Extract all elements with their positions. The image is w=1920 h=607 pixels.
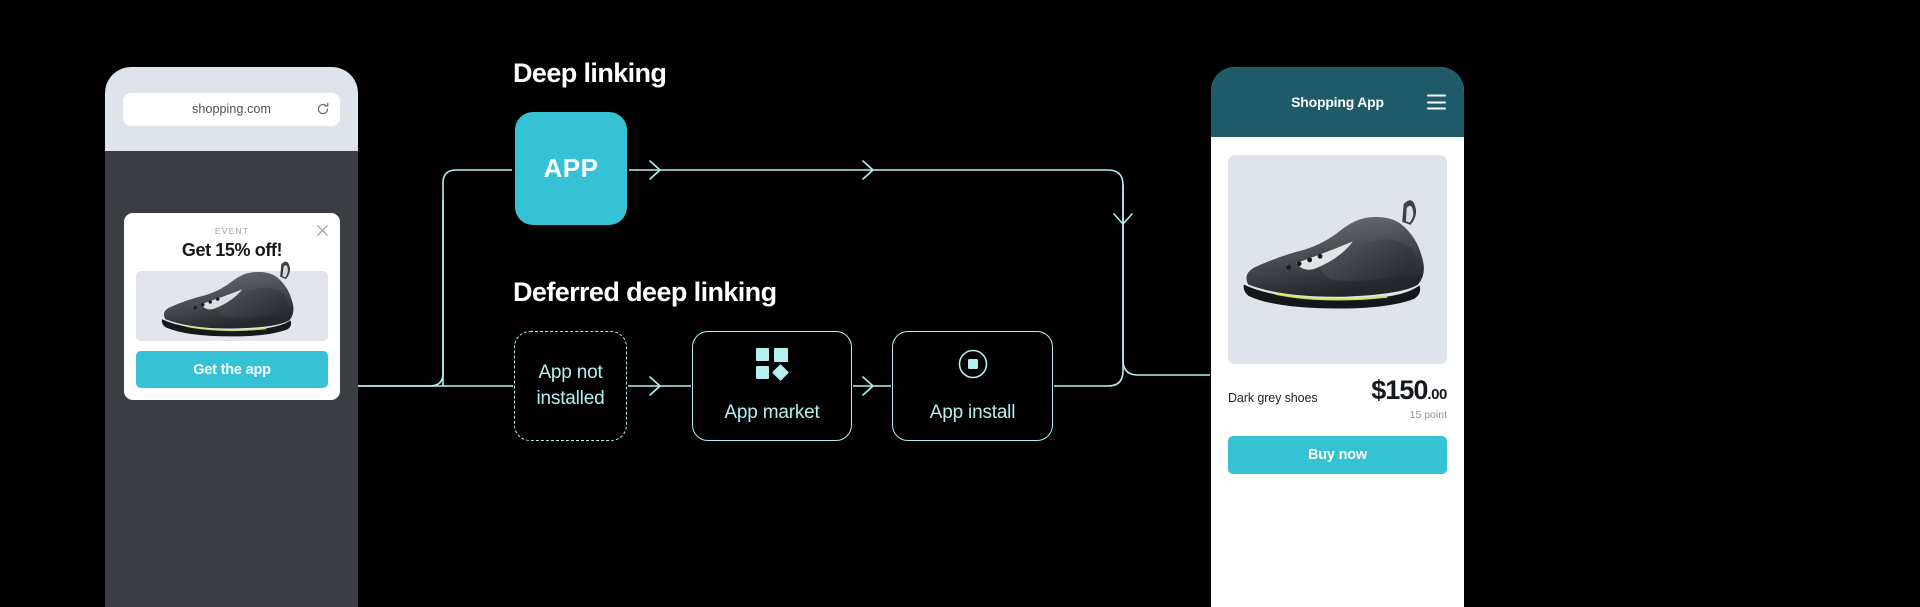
right-phone-mockup: Shopping App — [1211, 67, 1464, 607]
hamburger-menu-icon[interactable] — [1427, 94, 1446, 110]
sneaker-illustration — [161, 261, 294, 337]
price-block: $150.00 15 point — [1371, 377, 1447, 422]
browser-toolbar: shopping.com — [105, 67, 358, 151]
product-name: Dark grey shoes — [1228, 391, 1318, 405]
modal-headline: Get 15% off! — [181, 240, 283, 260]
product-price: $150.00 — [1371, 377, 1447, 404]
close-icon[interactable] — [315, 223, 330, 238]
app-not-installed-node[interactable]: App not installed — [514, 331, 627, 441]
sneaker-illustration — [1243, 200, 1424, 309]
product-info-row: Dark grey shoes $150.00 15 point — [1228, 377, 1447, 422]
reward-points: 15 point — [1409, 409, 1447, 421]
app-not-installed-label: App not installed — [536, 362, 605, 409]
app-node[interactable]: APP — [515, 112, 627, 225]
buy-now-button[interactable]: Buy now — [1228, 436, 1447, 474]
reload-icon[interactable] — [316, 102, 330, 116]
url-text: shopping.com — [191, 102, 272, 116]
app-install-label: App install — [929, 401, 1016, 423]
price-main: $150 — [1371, 375, 1428, 405]
price-cents: .00 — [1427, 386, 1447, 403]
app-market-grid-icon — [755, 347, 789, 389]
promo-product-image — [136, 261, 328, 341]
app-install-circle-icon — [956, 347, 990, 389]
app-header: Shopping App — [1211, 67, 1464, 137]
url-bar[interactable]: shopping.com — [123, 92, 340, 126]
left-phone-mockup: shopping.com EVENT Get 15% off! — [105, 67, 358, 607]
get-the-app-button[interactable]: Get the app — [136, 351, 328, 388]
deferred-deep-linking-title: Deferred deep linking — [513, 277, 777, 307]
deep-linking-title: Deep linking — [513, 58, 667, 88]
app-node-label: APP — [543, 153, 599, 183]
app-market-label: App market — [724, 401, 820, 423]
product-image — [1228, 155, 1447, 364]
app-install-node[interactable]: App install — [892, 331, 1053, 441]
app-market-node[interactable]: App market — [692, 331, 852, 441]
modal-eyebrow: EVENT — [214, 226, 250, 236]
app-title: Shopping App — [1291, 94, 1384, 110]
promo-modal: EVENT Get 15% off! — [124, 213, 340, 400]
